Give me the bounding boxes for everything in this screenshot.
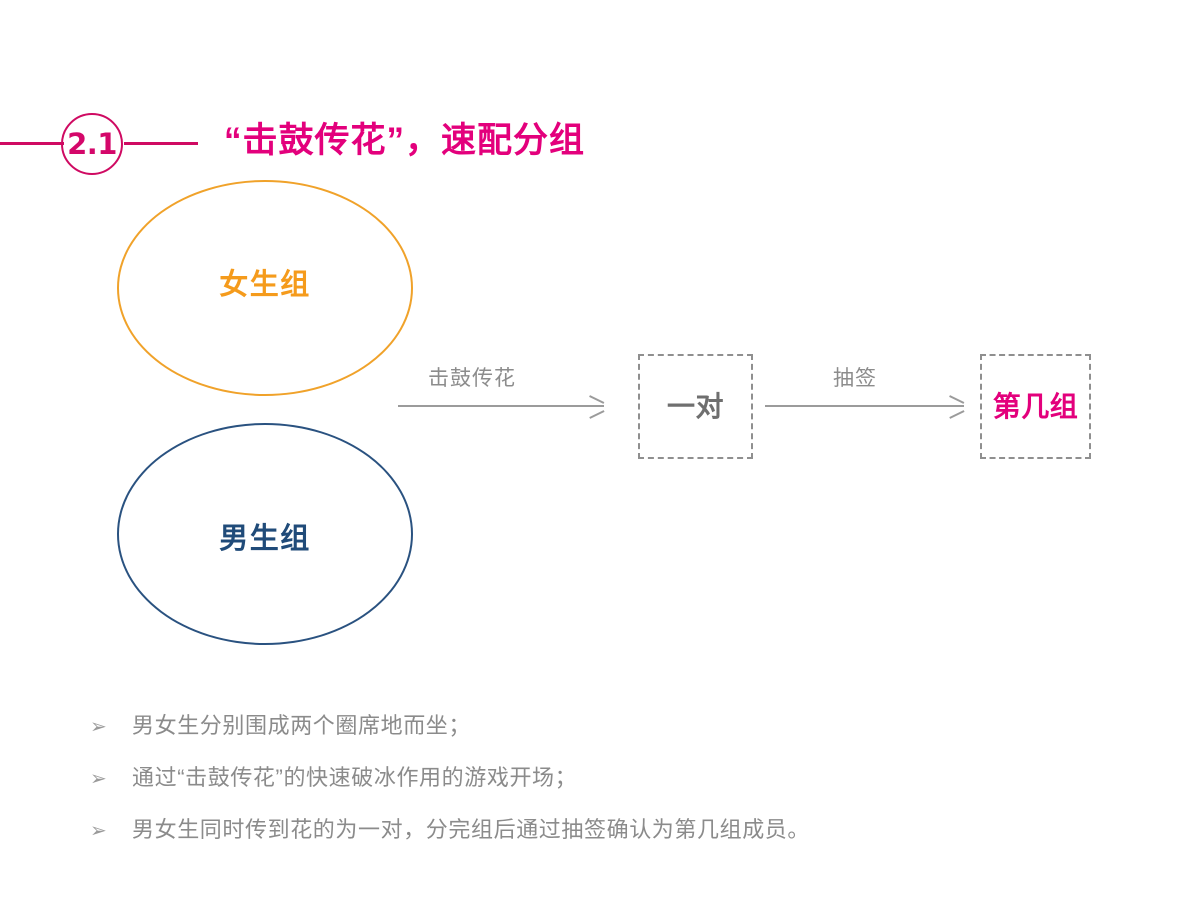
- group-ellipse-boys-label: 男生组: [219, 522, 311, 555]
- list-item: ➢ 男女生同时传到花的为一对，分完组后通过抽签确认为第几组成员。: [90, 817, 1090, 849]
- header-rule-left: [0, 142, 64, 145]
- page-title: “击鼓传花”，速配分组: [224, 121, 586, 160]
- arrow-bullet-icon: ➢: [90, 768, 107, 790]
- list-item-text: 男女生同时传到花的为一对，分完组后通过抽签确认为第几组成员。: [132, 817, 811, 842]
- arrow-drum-pass-flower-icon: [398, 396, 604, 416]
- arrow-head: [949, 398, 964, 415]
- group-ellipse-boys: 男生组: [117, 423, 413, 645]
- list-item-text: 通过“击鼓传花”的快速破冰作用的游戏开场；: [132, 765, 578, 790]
- node-pair-box: 一对: [638, 354, 753, 459]
- arrow-label-draw-lots: 抽签: [833, 367, 877, 390]
- arrow-head: [589, 398, 604, 415]
- arrow-label-drum-pass-flower: 击鼓传花: [428, 367, 516, 390]
- section-number-badge: 2.1: [61, 113, 123, 175]
- header-rule-right: [124, 142, 198, 145]
- arrow-shaft: [398, 405, 604, 407]
- group-ellipse-girls-label: 女生组: [219, 268, 311, 301]
- list-item-text: 男女生分别围成两个圈席地而坐；: [132, 713, 472, 738]
- arrow-bullet-icon: ➢: [90, 820, 107, 842]
- arrow-shaft: [765, 405, 964, 407]
- list-item: ➢ 男女生分别围成两个圈席地而坐；: [90, 713, 1090, 745]
- arrow-bullet-icon: ➢: [90, 716, 107, 738]
- arrow-draw-lots-icon: [765, 396, 964, 416]
- bullet-list: ➢ 男女生分别围成两个圈席地而坐； ➢ 通过“击鼓传花”的快速破冰作用的游戏开场…: [90, 713, 1090, 869]
- node-group-number-label: 第几组: [992, 390, 1079, 422]
- slide-header: 2.1 “击鼓传花”，速配分组: [0, 52, 1200, 175]
- node-pair-label: 一对: [666, 390, 724, 422]
- group-ellipse-girls: 女生组: [117, 180, 413, 396]
- node-group-number-box: 第几组: [980, 354, 1091, 459]
- section-number-label: 2.1: [67, 126, 117, 161]
- list-item: ➢ 通过“击鼓传花”的快速破冰作用的游戏开场；: [90, 765, 1090, 797]
